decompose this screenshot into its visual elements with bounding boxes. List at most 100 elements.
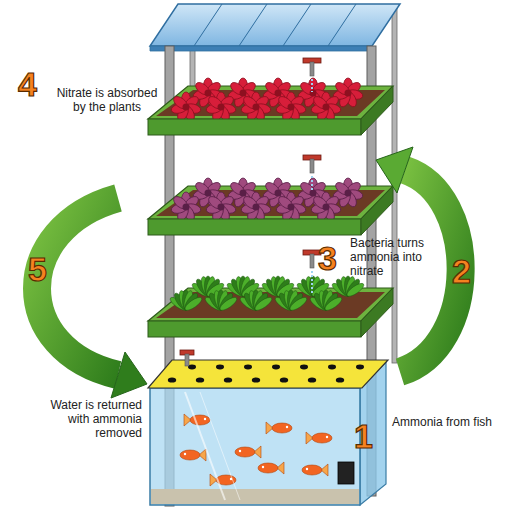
leaf [323, 295, 344, 312]
valve-pipe [185, 354, 189, 366]
leaf [183, 295, 204, 312]
callout-number: 2 [452, 253, 486, 289]
leaf [228, 80, 246, 97]
fish-tank [150, 388, 360, 505]
faucet-pipe [310, 254, 314, 268]
tray-side [361, 186, 393, 235]
arrow-head [376, 147, 413, 193]
fish-eye [306, 468, 308, 470]
plant [273, 290, 308, 313]
fish [266, 422, 292, 434]
leaf [228, 180, 246, 197]
lid-hole [272, 365, 280, 370]
fish [235, 446, 261, 458]
plant-center [275, 190, 282, 197]
lid-hole [356, 365, 364, 370]
roof-divider [194, 4, 222, 46]
pump [338, 462, 354, 484]
plant [205, 192, 236, 222]
plant-center [345, 190, 352, 197]
fish-eye [184, 453, 186, 455]
annotation-text: Water is returned with ammonia removed [36, 398, 142, 440]
plant-center [183, 104, 190, 111]
faucet-pipe [310, 159, 314, 173]
leaf [276, 94, 294, 111]
lid-holes [168, 365, 364, 383]
fish-body [235, 447, 255, 457]
plant [275, 192, 306, 222]
tank-lid [148, 360, 388, 388]
water-drops [311, 271, 313, 294]
leaf [333, 180, 351, 197]
glass-glare [200, 392, 240, 500]
fish [302, 464, 328, 476]
fish-eye [204, 418, 206, 420]
faucet-pipe [310, 62, 314, 76]
water-drops [311, 176, 313, 192]
annotation-text: Nitrate is absorbed by the plants [50, 86, 164, 114]
plant-center [275, 90, 282, 97]
leaf [298, 180, 316, 197]
plant-center [218, 204, 225, 211]
leaf [171, 194, 189, 211]
tray-side [361, 288, 393, 337]
leaf [206, 194, 224, 211]
plant [310, 92, 341, 122]
fish-group [180, 414, 332, 486]
roof-divider [283, 4, 311, 46]
leaf [311, 94, 329, 111]
fish-eye [286, 426, 288, 428]
plant-center [310, 90, 317, 97]
plant [332, 78, 363, 108]
plant-center [345, 90, 352, 97]
leaf [206, 94, 224, 111]
plant [240, 192, 271, 222]
leaf [171, 94, 189, 111]
fish [180, 449, 206, 461]
leaf [263, 180, 281, 197]
lid-hole [280, 377, 288, 382]
plant-center [240, 90, 247, 97]
tray-side [361, 86, 393, 135]
plant-center [323, 104, 330, 111]
plant [170, 92, 201, 122]
lid-hole [300, 365, 308, 370]
lid-hole [336, 377, 344, 382]
lid-hole [196, 377, 204, 382]
water-drops [311, 79, 313, 92]
plant [205, 92, 236, 122]
cycle-arrow [37, 198, 118, 375]
leaf [298, 80, 316, 97]
lid-hole [216, 365, 224, 370]
plant [240, 92, 271, 122]
roof-divider [239, 4, 267, 46]
fish-eye [239, 450, 241, 452]
fish-body [302, 465, 322, 475]
leaf [263, 80, 281, 97]
arrow-head [111, 352, 147, 398]
fish-body [190, 415, 210, 425]
leaf [193, 180, 211, 197]
callout-number: 3 [318, 240, 348, 276]
plant-center [183, 204, 190, 211]
leaf [253, 295, 274, 312]
plant [332, 178, 363, 208]
leaf [288, 295, 309, 312]
fish-body [312, 433, 332, 443]
solar-roof [150, 4, 400, 46]
plant-center [253, 204, 260, 211]
plant [203, 290, 238, 313]
plant-center [240, 190, 247, 197]
leaf [218, 295, 239, 312]
annotation-text: Ammonia from fish [392, 415, 510, 429]
grow-trays [148, 78, 393, 337]
leaf [345, 281, 366, 298]
plant [308, 290, 343, 313]
leaf [193, 80, 211, 97]
glass-glare [185, 392, 225, 500]
fish-eye [262, 466, 264, 468]
lid-hole [168, 377, 176, 382]
gravel [151, 489, 359, 504]
